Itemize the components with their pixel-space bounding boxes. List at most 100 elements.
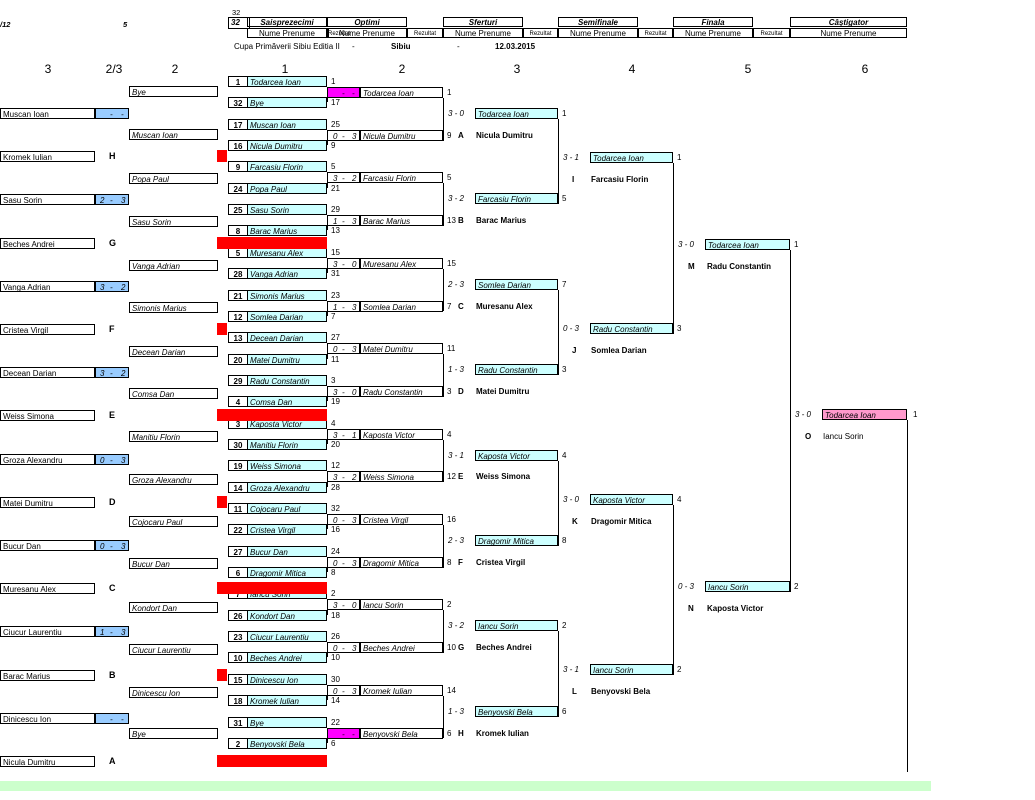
player-name[interactable]: Benyovski Bela: [360, 727, 443, 739]
player-name[interactable]: Iancu Sorin: [590, 664, 673, 676]
player-name[interactable]: Bye: [129, 86, 218, 97]
player-name[interactable]: Kaposta Victor: [360, 428, 443, 440]
player-name[interactable]: Muresanu Alex: [0, 583, 95, 595]
player-name[interactable]: Farcasiu Florin: [247, 161, 327, 173]
player-name[interactable]: Muscan Ioan: [247, 118, 327, 130]
player-name[interactable]: Ciucur Laurentiu: [0, 626, 95, 638]
match-score: 3-2: [95, 280, 129, 292]
player-name[interactable]: Kromek Iulian: [360, 684, 443, 696]
player-name[interactable]: Farcasiu Florin: [475, 193, 558, 205]
player-name[interactable]: Benyovski Bela: [475, 705, 558, 717]
player-name[interactable]: Iancu Sorin: [360, 599, 443, 611]
player-name[interactable]: Barac Marius: [360, 215, 443, 227]
player-name[interactable]: Radu Constantin: [360, 385, 443, 397]
player-name[interactable]: Kondort Dan: [129, 602, 218, 613]
player-name[interactable]: Beches Andrei: [247, 652, 327, 664]
player-name[interactable]: Bye: [129, 728, 218, 739]
player-name[interactable]: Bucur Dan: [247, 545, 327, 557]
player-name[interactable]: Todarcea Ioan: [247, 76, 327, 87]
player-name[interactable]: Muscan Ioan: [0, 108, 95, 119]
player-name[interactable]: Todarcea Ioan: [475, 108, 558, 119]
player-name[interactable]: Beches Andrei: [0, 237, 95, 249]
player-name[interactable]: Simonis Marius: [129, 302, 218, 313]
player-name[interactable]: Somlea Darian: [360, 300, 443, 312]
player-name[interactable]: Radu Constantin: [247, 374, 327, 386]
player-name[interactable]: Ciucur Laurentiu: [129, 644, 218, 655]
player-name[interactable]: Muscan Ioan: [129, 129, 218, 140]
score-dash: -: [342, 686, 345, 696]
player-name[interactable]: Sasu Sorin: [247, 204, 327, 216]
player-name[interactable]: Muresanu Alex: [360, 257, 443, 269]
player-name[interactable]: Dragomir Mitica: [360, 556, 443, 568]
player-name[interactable]: Decean Darian: [0, 367, 95, 379]
player-name[interactable]: Popa Paul: [129, 173, 218, 184]
player-name[interactable]: Ciucur Laurentiu: [247, 631, 327, 643]
player-name[interactable]: Kondort Dan: [247, 609, 327, 621]
player-name[interactable]: Kaposta Victor: [475, 449, 558, 461]
player-name[interactable]: Groza Alexandru: [247, 481, 327, 493]
player-name[interactable]: Dragomir Mitica: [247, 567, 327, 579]
player-name[interactable]: Cojocaru Paul: [247, 503, 327, 514]
player-name[interactable]: Todarcea Ioan: [590, 152, 673, 163]
player-name[interactable]: Vanga Adrian: [129, 260, 218, 271]
player-name[interactable]: Dinicescu Ion: [129, 687, 218, 698]
player-name[interactable]: Sasu Sorin: [129, 216, 218, 227]
player-name[interactable]: Bye: [247, 97, 327, 109]
player-name[interactable]: Beches Andrei: [360, 642, 443, 654]
player-name[interactable]: Decean Darian: [247, 332, 327, 344]
player-name[interactable]: Matei Dumitru: [360, 343, 443, 355]
player-name[interactable]: Popa Paul: [247, 182, 327, 194]
player-name[interactable]: Bye: [247, 716, 327, 728]
player-name[interactable]: Cristea Virgil: [360, 514, 443, 525]
player-name[interactable]: Vanga Adrian: [0, 280, 95, 292]
champion-name[interactable]: Todarcea Ioan: [822, 409, 907, 420]
player-name[interactable]: Radu Constantin: [590, 322, 673, 334]
player-name[interactable]: Somlea Darian: [475, 278, 558, 290]
player-name[interactable]: Iancu Sorin: [475, 620, 558, 632]
player-name[interactable]: Kromek Iulian: [0, 151, 95, 163]
player-name[interactable]: Benyovski Bela: [247, 737, 327, 749]
player-name[interactable]: Comsa Dan: [129, 388, 218, 399]
player-name[interactable]: Sasu Sorin: [0, 194, 95, 206]
player-name[interactable]: Simonis Marius: [247, 289, 327, 301]
player-name[interactable]: Comsa Dan: [247, 396, 327, 408]
player-name[interactable]: Groza Alexandru: [0, 453, 95, 465]
bracket-line: [443, 695, 444, 739]
player-name[interactable]: Cristea Virgil: [247, 524, 327, 536]
player-name[interactable]: Barac Marius: [0, 669, 95, 681]
player-name[interactable]: Nicula Dumitru: [360, 129, 443, 141]
player-name[interactable]: Cojocaru Paul: [129, 516, 218, 527]
player-name[interactable]: Weiss Simona: [0, 410, 95, 422]
player-name[interactable]: Kromek Iulian: [247, 695, 327, 707]
player-name[interactable]: Weiss Simona: [247, 460, 327, 472]
player-name[interactable]: Nicula Dumitru: [0, 756, 95, 767]
player-name[interactable]: Todarcea Ioan: [705, 239, 790, 250]
player-name[interactable]: Nicula Dumitru: [247, 140, 327, 152]
player-name[interactable]: Matei Dumitru: [0, 496, 95, 508]
seed-number: 21: [228, 289, 248, 301]
player-name[interactable]: Kaposta Victor: [590, 493, 673, 505]
player-name[interactable]: Decean Darian: [129, 346, 218, 357]
player-name[interactable]: Groza Alexandru: [129, 474, 218, 485]
player-name[interactable]: Todarcea Ioan: [360, 87, 443, 98]
player-name[interactable]: Dragomir Mitica: [475, 535, 558, 546]
player-name[interactable]: Weiss Simona: [360, 471, 443, 483]
player-name[interactable]: Vanga Adrian: [247, 268, 327, 280]
player-name[interactable]: Bucur Dan: [129, 558, 218, 569]
player-name[interactable]: Iancu Sorin: [705, 580, 790, 592]
player-number: 4: [447, 429, 452, 439]
player-name[interactable]: Matei Dumitru: [247, 353, 327, 365]
player-name[interactable]: Farcasiu Florin: [360, 172, 443, 184]
score-dash: -: [342, 259, 345, 269]
player-name[interactable]: Cristea Virgil: [0, 324, 95, 335]
player-name[interactable]: Somlea Darian: [247, 310, 327, 322]
match-score: 2-3: [95, 194, 129, 206]
player-name[interactable]: Manitiu Florin: [129, 431, 218, 442]
player-name[interactable]: Manitiu Florin: [247, 438, 327, 450]
player-name[interactable]: Dinicescu Ion: [247, 673, 327, 685]
match-score: 2 - 3: [448, 279, 465, 289]
player-name[interactable]: Bucur Dan: [0, 540, 95, 551]
player-name[interactable]: Radu Constantin: [475, 364, 558, 376]
player-name[interactable]: Dinicescu Ion: [0, 712, 95, 724]
player-name[interactable]: Barac Marius: [247, 225, 327, 237]
